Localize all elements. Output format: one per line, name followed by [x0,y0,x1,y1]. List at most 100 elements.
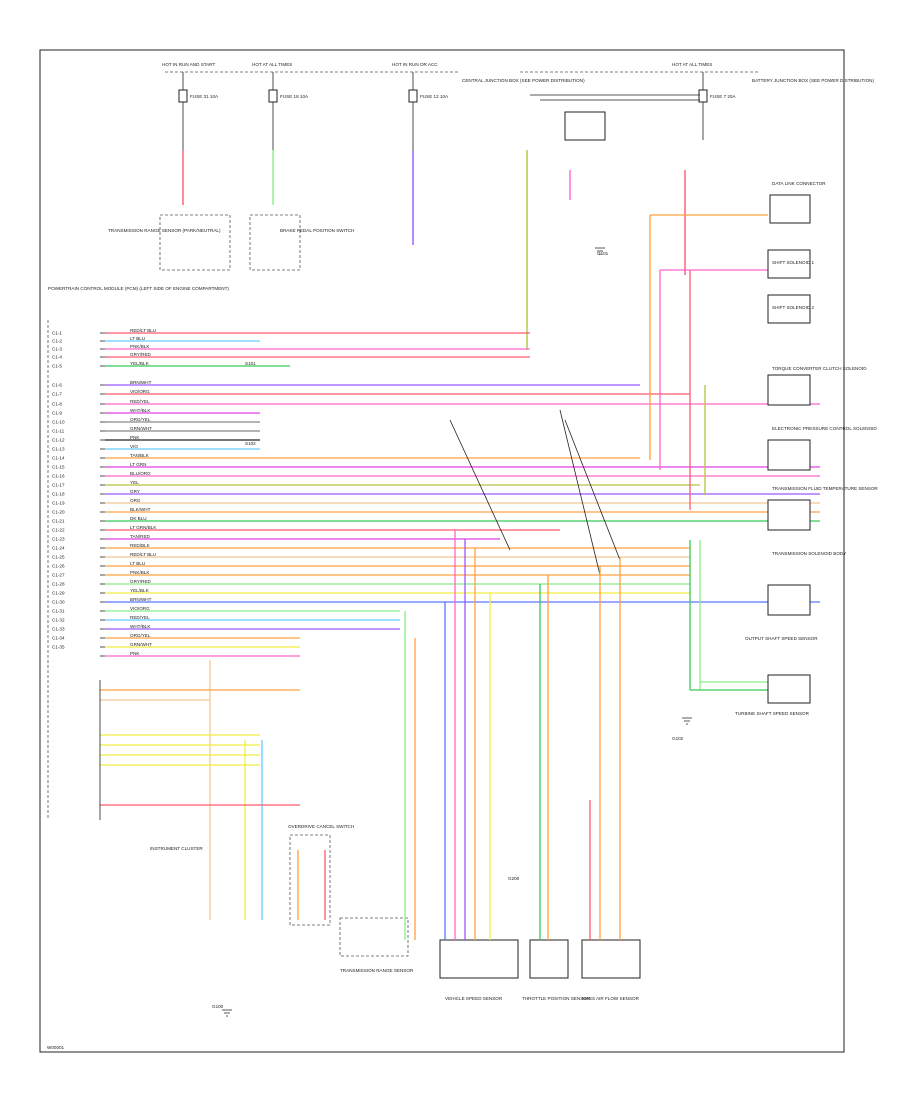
wire-color-label: WHT/BLK [130,408,151,413]
wire-color-label: BLU/ORG [130,471,151,476]
tcc-solenoid-label: TORQUE CONVERTER CLUTCH SOLENOID [772,366,867,371]
brake-switch [249,214,301,271]
fuse-label-4: FUSE 7 20A [710,94,736,99]
ground-g100: G100 [212,1004,224,1009]
transmission-solenoid-body-label: TRANSMISSION SOLENOID BODY [772,551,846,556]
fuse-label-2: FUSE 18 10A [280,94,309,99]
wire-labels: RED/LT BLU LT BLU PNK/BLK GRY/RED YEL/BLK BRN… [130,328,157,656]
wire-color-label: BRN/WHT [130,380,152,385]
wire-color-label: LT GRN [130,462,146,467]
pcm-pin-label: C1-34 [52,636,65,641]
pcm-pin-label: C1-11 [52,429,65,434]
wire-color-label: GRN/WHT [130,426,152,431]
throttle-position-sensor [529,939,569,979]
pcm-pin-label: C1-21 [52,519,65,524]
wire-color-label: ORG/YEL [130,633,151,638]
pcm-pin-label: C1-24 [52,546,65,551]
harness-wires [100,214,820,691]
turbine-shaft-sensor-label: TURBINE SHAFT SPEED SENSOR [735,711,810,716]
shift-solenoid-1 [767,249,811,279]
diagram-frame [39,49,845,1053]
relay-box [564,111,606,141]
pcm-pin-label: C1-17 [52,483,65,488]
wire-color-label: PNK/BLK [130,570,150,575]
ground-g101: G101 [597,251,609,256]
leader-line [564,419,621,561]
tft-sensor [767,499,811,531]
data-link-connector [769,194,811,224]
tft-sensor-label: TRANSMISSION FLUID TEMPERATURE SENSOR [772,486,878,491]
park-neutral-switch-label: TRANSMISSION RANGE SENSOR (PARK/NEUTRAL) [108,228,221,233]
top-label-hot-run-start: HOT IN RUN AND START [162,62,216,67]
pcm-pin-labels: C1-1C1-2C1-3C1-4C1-5C1-6C1-7C1-8C1-9C1-1… [52,331,65,650]
park-neutral-switch [159,214,231,271]
pcm-pin-label: C1-20 [52,510,65,515]
pcm-pin-label: C1-33 [52,627,65,632]
battery-junction-note: BATTERY JUNCTION BOX (SEE POWER DISTRIBU… [752,78,874,83]
pcm-pin-label: C1-8 [52,402,62,407]
shift-solenoid-1-label: SHIFT SOLENOID 1 [772,260,814,265]
wire-color-label: GRN/WHT [130,642,152,647]
epc-solenoid-label: ELECTRONIC PRESSURE CONTROL SOLENOID [772,426,877,431]
wire-color-label: TAN/RED [130,534,151,539]
wire-color-label: LT BLU [130,336,145,341]
ground-s102: S102 [245,441,256,446]
wire-color-label: GRY [130,489,140,494]
vehicle-speed-sensor [439,939,519,979]
wire-color-label: RED/YEL [130,399,150,404]
ground-g102: G102 [672,736,684,741]
pcm-pin-label: C1-1 [52,331,62,336]
wire-color-label: ORG/YEL [130,417,151,422]
ground-s101: S101 [245,361,256,366]
ground-symbols [222,247,692,1017]
pcm-pin-label: C1-2 [52,339,62,344]
pcm-label: POWERTRAIN CONTROL MODULE (PCM) (LEFT SI… [48,286,229,291]
wire-color-label: RED/BLK [130,543,151,548]
leader-line [559,409,601,576]
pcm-pin-label: C1-31 [52,609,65,614]
vehicle-speed-sensor-label: VEHICLE SPEED SENSOR [445,996,503,1001]
pcm-pin-label: C1-28 [52,582,65,587]
wire-color-label: YEL [130,480,139,485]
throttle-position-sensor-label: THROTTLE POSITION SENSOR [522,996,591,1001]
pcm-pin-label: C1-7 [52,392,62,397]
overdrive-switch [289,834,331,926]
leader-line [449,419,511,551]
pcm-pin-label: C1-9 [52,411,62,416]
pcm-pin-label: C1-16 [52,474,65,479]
pcm-pin-label: C1-6 [52,383,62,388]
pcm-pin-label: C1-30 [52,600,65,605]
cluster-label: INSTRUMENT CLUSTER [150,846,203,851]
wire-color-label: RED/LT BLU [130,552,156,557]
top-label-hot-at-all-times-1: HOT AT ALL TIMES [252,62,292,67]
fuse-label-3: FUSE 12 10A [420,94,449,99]
transmission-range-sensor-label: TRANSMISSION RANGE SENSOR [340,968,414,973]
wire-color-label: PNK [130,435,140,440]
wire-color-label: RED/YEL [130,615,150,620]
wire-color-label: BLK/WHT [130,507,151,512]
wire-color-label: DK BLU [130,516,147,521]
wire-color-label: YEL/BLK [130,588,150,593]
top-label-hot-run-acc: HOT IN RUN OR ACC [392,62,438,67]
pcm-pin-label: C1-4 [52,355,62,360]
pcm-pin-label: C1-25 [52,555,65,560]
wire-color-label: VIO/ORG [130,606,150,611]
pcm-pin-label: C1-3 [52,347,62,352]
wire-color-label: LT BLU [130,561,145,566]
wire-color-label: BRN/WHT [130,597,152,602]
epc-solenoid [767,439,811,471]
ground-g200: G200 [508,876,520,881]
wire-color-label: VIO [130,444,138,449]
mass-air-flow-sensor-label: MASS AIR FLOW SENSOR [582,996,640,1001]
wire-color-label: ORG [130,498,141,503]
fuse-drops [178,72,708,150]
wire-color-label: GRY/RED [130,579,152,584]
fuse-label-1: FUSE 31 10A [190,94,219,99]
pcm-pin-label: C1-32 [52,618,65,623]
tcc-solenoid [767,374,811,406]
pcm-pin-label: C1-14 [52,456,65,461]
wire-color-label: RED/LT BLU [130,328,156,333]
brake-switch-label: BRAKE PEDAL POSITION SWITCH [280,228,354,233]
